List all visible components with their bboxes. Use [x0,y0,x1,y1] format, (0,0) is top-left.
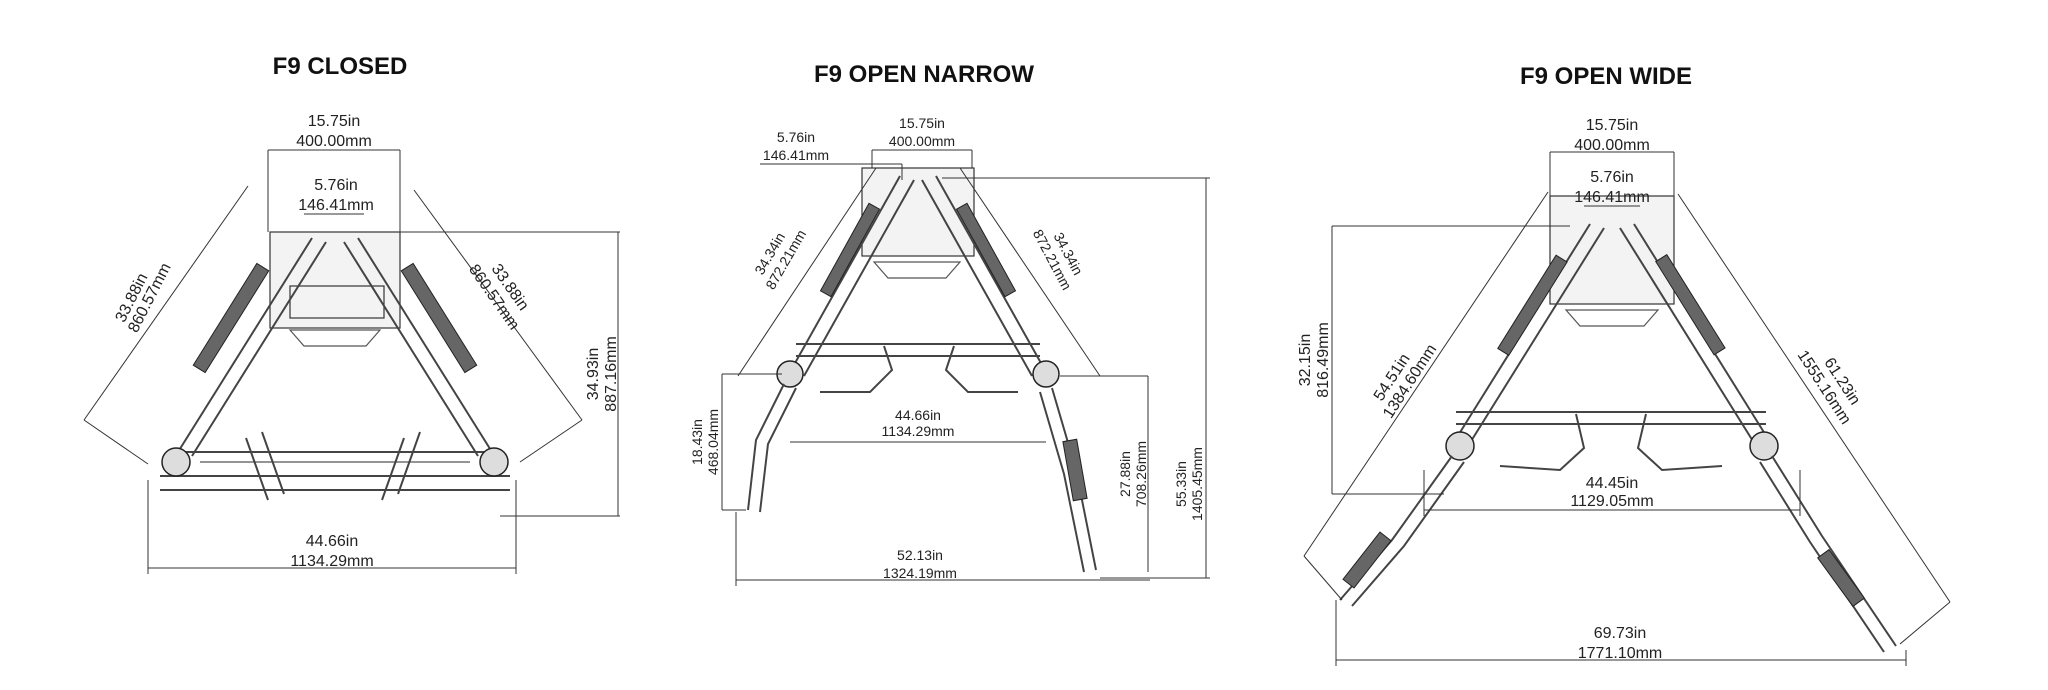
dimension-line [1899,601,1951,645]
view-closed-title: F9 CLOSED [273,53,408,80]
dimension-line [1677,193,1951,603]
narrow-left-arm [789,175,901,373]
narrow-right-arm [935,175,1047,373]
narrow-left-leg-in: 18.43in [689,419,705,465]
closed-height-mm: 887.16mm [603,336,620,412]
narrow-handles [820,345,1018,393]
frame-detail [1497,254,1568,357]
open-wide-frame-drawing [1339,195,1897,653]
narrow-right-leg-mm: 708.26mm [1133,441,1149,507]
closed-height-in: 34.93in [585,348,602,401]
wide-inner-gap-mm: 146.41mm [1574,189,1650,206]
narrow-base-width-in: 52.13in [897,547,943,563]
closed-right-hub [479,447,509,477]
frame-detail [1619,227,1757,447]
frame-detail [192,262,270,374]
frame-detail [191,241,327,457]
dimension-line [83,419,149,465]
wide-right-hub [1749,431,1779,461]
wide-base-width-in: 69.73in [1594,625,1647,642]
open-narrow-frame-drawing [747,167,1097,573]
closed-handles [245,431,421,501]
closed-dimensions: 15.75in 400.00mm 5.76in 146.41mm 33.88in… [83,113,620,574]
wide-top-width-in: 15.75in [1586,117,1639,134]
closed-inner-gap-mm: 146.41mm [298,197,374,214]
wide-height-in: 32.15in [1297,334,1314,387]
wide-left-hub [1445,431,1475,461]
narrow-top-width-mm: 400.00mm [889,133,955,149]
narrow-handle-width-mm: 1134.29mm [882,423,955,439]
narrow-right-hub [1032,360,1060,388]
closed-top-width-mm: 400.00mm [296,133,372,150]
frame-detail [1655,253,1726,356]
closed-top-width-in: 15.75in [308,113,361,130]
dimension-line [1303,191,1549,557]
view-open-narrow-title: F9 OPEN NARROW [814,61,1034,88]
view-open-narrow: F9 OPEN NARROW 15.75in 400.00mm [689,61,1210,586]
dimension-line [1303,555,1343,601]
wide-handles [1499,413,1723,472]
frame-detail [1342,531,1392,589]
frame-detail [1817,548,1865,608]
wide-right-leg [1759,455,1897,653]
narrow-base-width-mm: 1324.19mm [883,565,957,581]
frame-detail [1564,309,1660,327]
wide-top-width-mm: 400.00mm [1574,137,1650,154]
closed-left-arm [177,237,313,453]
closed-base-width-in: 44.66in [306,533,359,550]
dimension-line [413,189,583,421]
closed-left-hub [161,447,191,477]
narrow-crossbar [796,343,1040,357]
frame-detail [1467,227,1605,447]
narrow-handle-width-in: 44.66in [895,407,941,423]
frame-detail [819,202,881,298]
wide-head-box [1549,195,1675,305]
narrow-inner-gap-in: 5.76in [777,129,815,145]
closed-right-arm [357,237,493,453]
narrow-height-mm: 1405.45mm [1189,447,1205,521]
narrow-top-width-in: 15.75in [899,115,945,131]
wide-inner-gap-in: 5.76in [1590,169,1634,186]
narrow-left-leg-mm: 468.04mm [705,409,721,475]
narrow-right-leg [1039,387,1097,573]
narrow-right-leg-in: 27.88in [1117,451,1133,497]
narrow-left-leg [747,383,797,513]
frame-detail [288,329,382,347]
frame-detail [400,262,478,374]
frame-detail [343,241,479,457]
wide-height-mm: 816.49mm [1315,322,1332,398]
dimension-line [519,419,583,463]
dimension-line [83,185,249,421]
dimension-line [959,167,1101,377]
wide-left-leg [1339,455,1465,607]
wide-crossbar [1456,411,1766,425]
view-open-wide: F9 OPEN WIDE 15.75in 400.00mm [1297,63,1951,666]
frame-detail [1062,438,1088,502]
narrow-height-in: 55.33in [1173,461,1189,507]
wide-base-width-mm: 1771.10mm [1578,645,1663,662]
narrow-inner-gap-mm: 146.41mm [763,147,829,163]
view-open-wide-title: F9 OPEN WIDE [1520,63,1692,90]
wide-handle-width-in: 44.45in [1586,475,1639,492]
view-closed: F9 CLOSED 15.75in 400.00mm [83,53,620,574]
closed-head-inner [289,285,385,319]
closed-base-width-mm: 1134.29mm [290,553,373,570]
frame-detail [955,202,1017,298]
frame-detail [872,261,962,279]
closed-frame-drawing [160,231,510,501]
wide-handle-width-mm: 1129.05mm [1570,493,1653,510]
closed-inner-gap-in: 5.76in [314,177,358,194]
dimension-line [737,167,877,377]
